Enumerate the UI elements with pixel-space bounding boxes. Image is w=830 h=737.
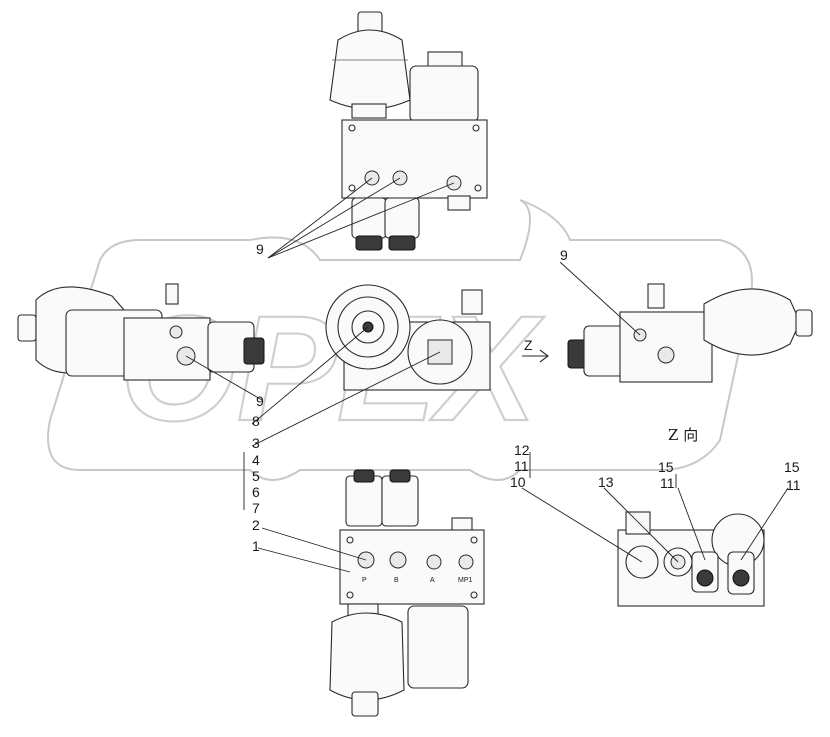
z-direction-arrow: Z [522,337,549,363]
top-accumulator [329,29,411,110]
right-accumulator [703,288,801,356]
bottom-accumulator [329,612,405,701]
bottom-solenoid-1 [345,475,383,527]
callout-12: 12 [514,442,530,458]
callout-4: 4 [252,452,260,468]
port-label-b: B [394,577,399,584]
top-connector-2 [388,235,416,251]
watermark-outline [47,199,753,481]
callout-15-b: 15 [784,459,800,475]
leader-lines [185,177,789,573]
callout-2: 2 [252,517,260,533]
bottom-manifold-block [339,529,485,605]
callout-5: 5 [252,468,260,484]
left-valve-assembly [17,283,265,381]
bottom-port-a [426,554,442,570]
right-valve-stem [647,283,665,309]
top-plug [447,195,471,211]
left-valve-stem [165,283,179,305]
z-view-detail [617,511,765,607]
callout-8: 8 [252,413,260,429]
port-label-p: P [362,577,367,584]
top-accumulator-neck [351,103,387,119]
left-connector [243,337,265,365]
right-accumulator-cap [795,309,813,337]
callout-9-top: 9 [256,241,264,257]
left-accumulator-cap [17,314,37,342]
right-valve-assembly [567,283,813,383]
top-filter [409,65,479,123]
top-manifold-block [341,119,488,199]
callout-9-left: 9 [256,393,264,409]
callout-15-a: 15 [658,459,674,475]
callouts: 9 9 9 8 3 4 5 6 7 2 1 12 11 10 13 15 11 … [252,241,801,554]
bottom-port-b [389,551,407,569]
port-label-a: A [430,577,435,584]
bottom-connector-2 [389,469,411,483]
left-manifold-block [123,317,211,381]
z-view-plug-1 [696,569,714,587]
bottom-filter [407,605,469,689]
right-port-main [657,346,675,364]
top-connector-1 [355,235,383,251]
callout-11-c: 11 [786,477,801,493]
bottom-connector-1 [353,469,375,483]
callout-10: 10 [510,474,526,490]
z-view-label: Z 向 [668,426,698,444]
callout-11-a: 11 [514,458,529,474]
z-view-plug-2 [732,569,750,587]
bottom-valve-assembly: P B A MP1 [329,469,485,717]
callout-11-b: 11 [660,475,675,491]
callout-13: 13 [598,474,614,490]
center-valve-stem [461,289,483,315]
bottom-solenoid-2 [381,475,419,527]
callout-1: 1 [252,538,260,554]
top-valve-assembly [329,11,488,251]
callout-7: 7 [252,500,260,516]
left-port-top [169,325,183,339]
callout-3: 3 [252,435,260,451]
port-label-mp1: MP1 [458,577,473,584]
bottom-accumulator-cap [351,691,379,717]
bottom-port-mp1 [458,554,474,570]
callout-9-right: 9 [560,247,568,263]
callout-6: 6 [252,484,260,500]
z-arrow-label: Z [524,337,533,353]
